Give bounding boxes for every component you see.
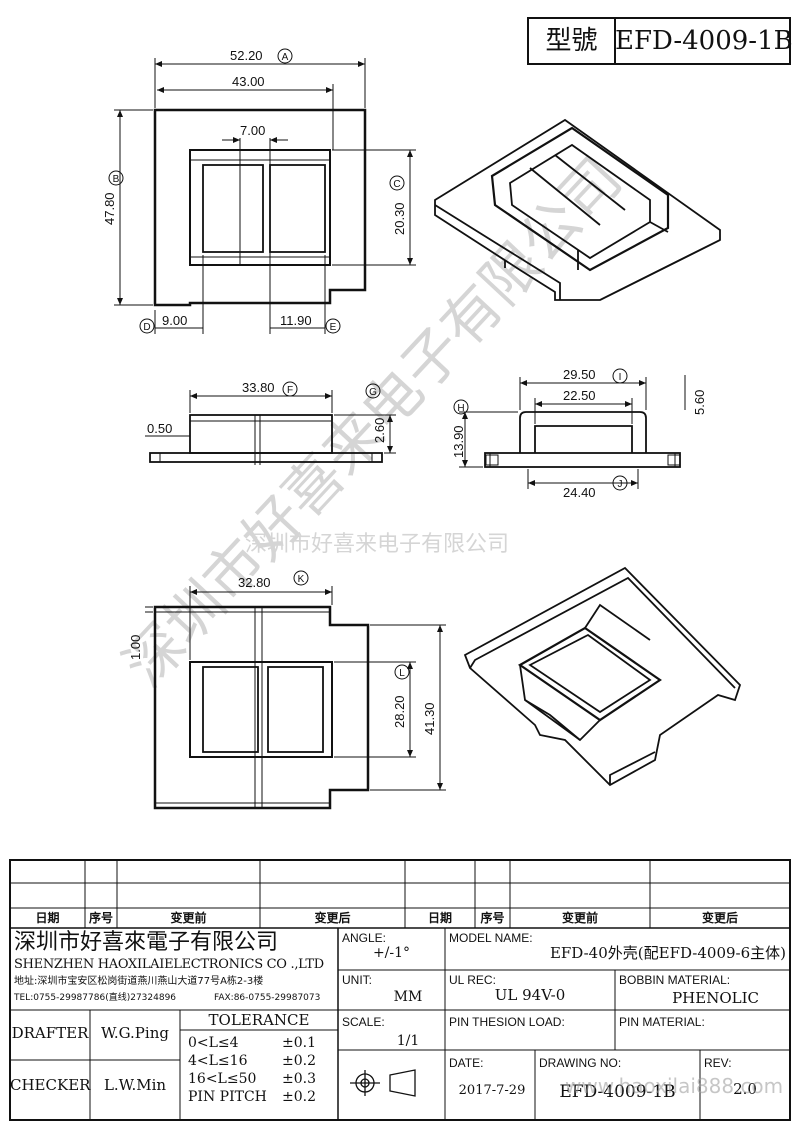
rev-header-before-2: 变更前 (561, 911, 598, 925)
drafter-label: DRAFTER (11, 1024, 89, 1042)
company-fax: FAX:86-0755-29987073 (214, 993, 321, 1003)
drawing-no-value: EFD-4009-1B (559, 1082, 676, 1102)
company-address: 地址:深圳市宝安区松岗街道燕川燕山大道77号A栋2-3楼 (14, 976, 264, 987)
unit-value: MM (393, 989, 423, 1005)
date-label: DATE: (449, 1056, 484, 1070)
marker-c: C (393, 179, 400, 190)
company-name-en: SHENZHEN HAOXILAIELECTRONICS CO .,LTD (14, 957, 324, 972)
dim-e: 11.90 (280, 313, 312, 328)
dim-side2-h: 13.90 (451, 425, 466, 458)
dim-bot-h: 41.30 (422, 702, 437, 735)
date-value: 2017-7-29 (458, 1083, 526, 1098)
marker-b: B (113, 174, 120, 185)
pin-material-label: PIN MATERIAL: (619, 1015, 705, 1029)
company-name-cn: 深圳市好喜來電子有限公司 (14, 930, 279, 955)
rev-value: 2.0 (733, 1080, 757, 1098)
marker-i: I (619, 372, 622, 383)
tolerance-range-1: 0<L≤4 (188, 1035, 239, 1051)
rev-header-date-2: 日期 (427, 911, 452, 925)
tolerance-range-4: PIN PITCH (188, 1089, 267, 1105)
scale-label: SCALE: (342, 1015, 385, 1029)
tolerance-title: TOLERANCE (208, 1011, 310, 1029)
marker-g: G (369, 387, 377, 398)
model-name-value: EFD-40外壳(配EFD-4009-6主体) (549, 944, 786, 962)
dim-slot: 7.00 (240, 123, 265, 138)
marker-d: D (143, 322, 150, 333)
dim-d: 9.00 (162, 313, 187, 328)
dim-bot-l: 28.20 (392, 695, 407, 728)
marker-k: K (298, 574, 305, 585)
angle-label: ANGLE: (342, 931, 387, 945)
rev-label: REV: (704, 1056, 732, 1070)
rev-header-after-1: 变更后 (314, 911, 351, 925)
dim-side2-i: 29.50 (563, 367, 596, 382)
title-block-grid (9, 859, 791, 1121)
rev-header-date-1: 日期 (35, 911, 60, 925)
drafter-value: W.G.Ping (101, 1024, 169, 1042)
drawing-no-label: DRAWING NO: (539, 1056, 622, 1070)
rev-header-seq-2: 序号 (480, 911, 505, 925)
side-view-right (484, 411, 681, 468)
dim-side2-k: 5.60 (692, 390, 707, 415)
dim-top-overall: 52.20 (230, 48, 263, 63)
model-label: 型號 (545, 26, 598, 56)
top-view (153, 108, 367, 307)
tolerance-value-3: ±0.3 (282, 1071, 316, 1087)
ul-label: UL REC: (449, 973, 496, 987)
marker-f: F (287, 385, 293, 396)
dim-side2-bottom: 24.40 (563, 485, 596, 500)
dim-side-g: 2.60 (372, 418, 387, 443)
bobbin-value: PHENOLIC (672, 989, 759, 1007)
unit-label: UNIT: (342, 973, 372, 987)
projection-symbol (350, 1069, 416, 1097)
dim-side-f: 33.80 (242, 380, 275, 395)
watermark-center-text: 深圳市好喜来电子有限公司 (245, 532, 509, 557)
tolerance-value-1: ±0.1 (282, 1035, 316, 1051)
iso-view-bottom (463, 566, 742, 787)
bobbin-label: BOBBIN MATERIAL: (619, 973, 731, 987)
marker-a: A (282, 52, 289, 63)
dim-side-lip: 0.50 (147, 421, 172, 436)
tolerance-range-2: 4<L≤16 (188, 1053, 248, 1069)
rev-header-seq-1: 序号 (88, 911, 113, 925)
marker-h: H (457, 403, 464, 414)
dim-side2-j: 22.50 (563, 388, 596, 403)
marker-e: E (330, 322, 337, 333)
marker-j: J (618, 479, 623, 490)
checker-value: L.W.Min (103, 1076, 167, 1094)
checker-label: CHECKER (10, 1076, 91, 1094)
rev-header-before-1: 变更前 (170, 911, 207, 925)
watermark-url: www.haoxilai888.com (565, 1074, 784, 1098)
side-view-front (149, 414, 383, 465)
top-view-dimensions (114, 58, 416, 334)
rev-header-after-2: 变更后 (701, 911, 738, 925)
pin-load-label: PIN THESION LOAD: (449, 1015, 565, 1029)
bottom-view (153, 605, 370, 810)
scale-value: 1/1 (396, 1033, 420, 1049)
dim-bot-k: 32.80 (238, 575, 271, 590)
dim-top-inner: 43.00 (232, 74, 265, 89)
tolerance-range-3: 16<L≤50 (188, 1071, 257, 1087)
model-name-label: MODEL NAME: (449, 931, 533, 945)
tolerance-value-4: ±0.2 (282, 1089, 316, 1105)
tolerance-value-2: ±0.2 (282, 1053, 316, 1069)
iso-view-top (434, 118, 721, 301)
ul-value: UL 94V-0 (494, 986, 566, 1004)
dim-height-c: 20.30 (392, 202, 407, 235)
dim-height-b: 47.80 (102, 192, 117, 225)
angle-value: +/-1° (372, 945, 411, 961)
company-tel: TEL:0755-29987786(直线)27324896 (14, 993, 177, 1003)
model-value: EFD-4009-1B (615, 26, 793, 56)
marker-l: L (399, 668, 405, 679)
dim-bot-lip: 1.00 (128, 635, 143, 660)
